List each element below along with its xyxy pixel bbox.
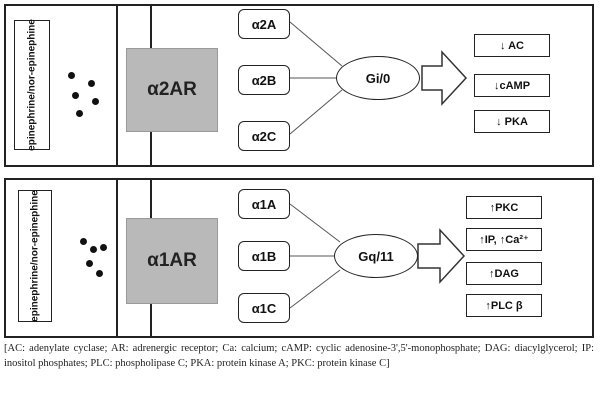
effect-pkc: ↑PKC (466, 196, 542, 219)
receptor-box: α2AR (126, 48, 218, 132)
ligand-molecule (96, 270, 103, 277)
subtype-alpha2a: α2A (238, 9, 290, 39)
ligand-molecule (80, 238, 87, 245)
ligand-molecule (92, 98, 99, 105)
effect-ip-ca: ↑IP, ↑Ca²⁺ (466, 228, 542, 251)
subtype-alpha2c: α2C (238, 121, 290, 151)
signal-arrow (417, 228, 466, 284)
receptor-box: α1AR (126, 218, 218, 304)
ligand-molecule (72, 92, 79, 99)
effect-pka: ↓ PKA (474, 110, 550, 133)
alpha2-panel: epinephrine/nor-epinephine α2AR α2A α2B … (4, 4, 594, 167)
subtype-alpha1c: α1C (238, 293, 290, 323)
ligand-molecule (76, 110, 83, 117)
subtype-alpha1a: α1A (238, 189, 290, 219)
ligand-label-box: epinephrine/nor-epinephine (18, 190, 52, 322)
subtype-alpha1b: α1B (238, 241, 290, 271)
alpha1-panel: epinephrine/nor-epinephine α1AR α1A α1B … (4, 178, 594, 338)
effect-camp: ↓cAMP (474, 74, 550, 97)
subtype-alpha2b: α2B (238, 65, 290, 95)
effect-dag: ↑DAG (466, 262, 542, 285)
effect-ac: ↓ AC (474, 34, 550, 57)
ligand-molecule (90, 246, 97, 253)
effect-plc: ↑PLC β (466, 294, 542, 317)
membrane-left (116, 6, 118, 165)
ligand-label-box: epinephrine/nor-epinephine (14, 19, 50, 151)
connector-lines (289, 21, 468, 135)
figure-caption: [AC: adenylate cyclase; AR: adrenergic r… (4, 343, 594, 369)
ligand-molecule (86, 260, 93, 267)
g-protein-gq: Gq/11 (334, 234, 418, 278)
connector-lines (289, 203, 466, 309)
ligand-molecule (88, 80, 95, 87)
ligand-molecule (68, 72, 75, 79)
g-protein-gi: Gi/0 (336, 56, 420, 100)
ligand-molecule (100, 244, 107, 251)
membrane-left (116, 180, 118, 336)
signal-arrow (421, 50, 468, 106)
